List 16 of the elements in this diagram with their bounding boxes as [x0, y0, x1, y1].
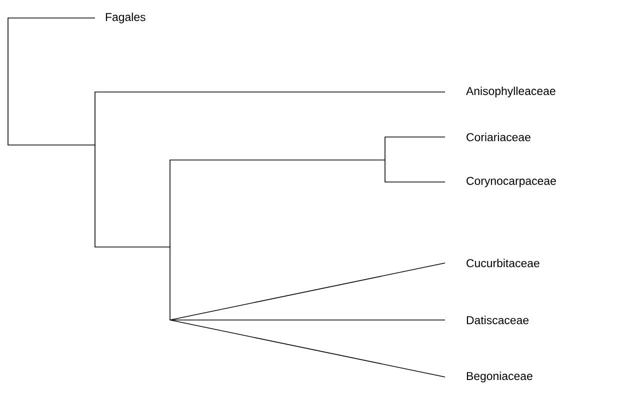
- tree-branch: [170, 262, 446, 320]
- tree-branch: [384, 136, 446, 160]
- tree-branch: [8, 18, 96, 146]
- tree-branch: [384, 160, 446, 182]
- tree-branch: [94, 144, 170, 248]
- taxon-label: Anisophylleaceae: [466, 86, 556, 98]
- taxon-label: Datiscaceae: [466, 316, 529, 324]
- taxon-label: Corynocarpaceae: [466, 176, 556, 188]
- tree-branch: [170, 160, 386, 248]
- taxon-label: Fagales: [106, 12, 146, 24]
- taxon-label: Begoniaceae: [466, 372, 532, 382]
- tree-branch: [8, 144, 96, 146]
- taxon-label: Coriariaceae: [466, 132, 530, 142]
- taxon-label: Cucurbitaceae: [466, 258, 540, 268]
- tree-branch: [94, 92, 446, 146]
- tree-branch: [170, 320, 446, 378]
